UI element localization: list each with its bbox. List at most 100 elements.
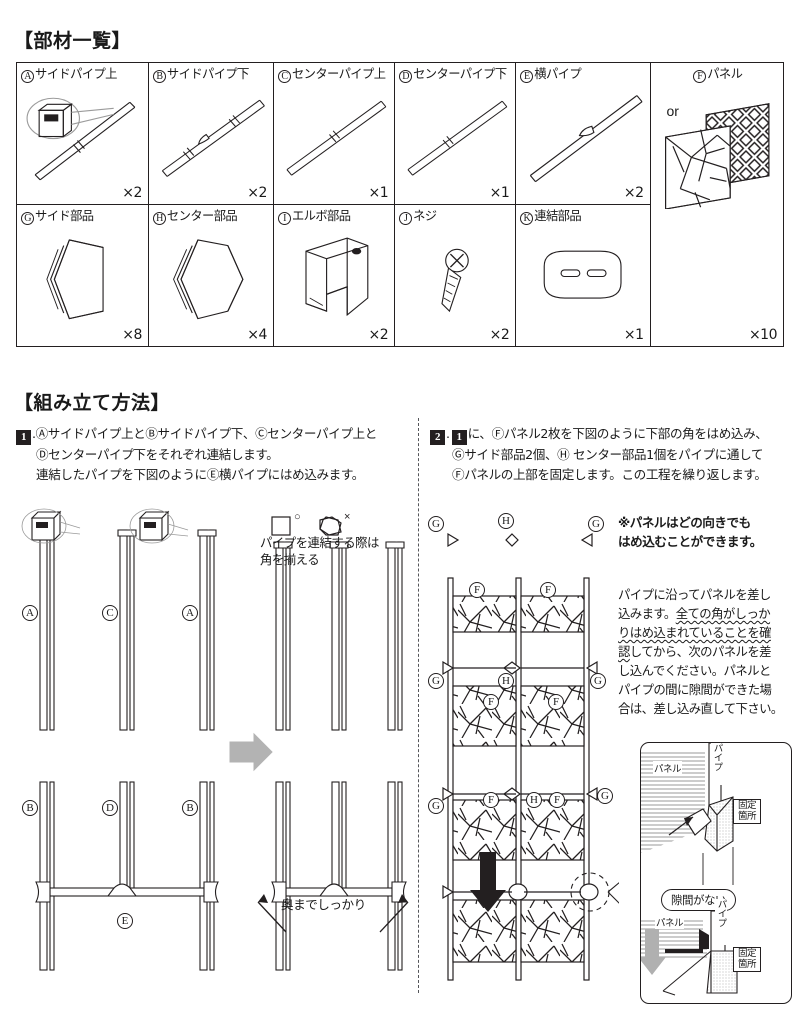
detail-fix-bottom-line-2: 箇所	[737, 958, 757, 970]
part-id-g: G	[21, 212, 34, 225]
part-qty-i: ×2	[368, 327, 389, 343]
note-orientation-line-2: はめ込むことができます。	[618, 533, 762, 549]
mark-ok-symbol: ○	[294, 511, 301, 523]
align-marks: ○ ×	[271, 511, 350, 536]
diagram2-label-g-r2-left: G	[428, 673, 444, 689]
diagram-label-d: D	[102, 800, 118, 816]
detail-pipe-label-top: パイプ	[711, 743, 723, 785]
annotation-align-line-1: パイプを連結する際は	[260, 535, 379, 550]
step-1-text-1: Ⓐサイドパイプ上とⒷサイドパイプ下、Ⓒセンターパイプ上と	[35, 426, 378, 441]
diagram2-label-f-r3-left: F	[483, 792, 499, 808]
diagram-label-b-left: B	[22, 800, 38, 816]
diagram2-label-f-r2-right: F	[548, 694, 564, 710]
part-id-h: H	[152, 212, 166, 225]
diagram2-label-f-r1-left: F	[469, 582, 485, 598]
diagram-label-c: C	[102, 605, 118, 621]
step-2-line-2: Ⓖサイド部品2個、Ⓗ センター部品1個をパイプに通して	[452, 447, 764, 462]
part-name-c: センターパイプ上	[291, 67, 386, 81]
part-qty-e: ×2	[623, 185, 644, 201]
detail-fix-label-top: 固定 箇所	[733, 799, 761, 825]
step-1-number: 1	[16, 430, 31, 445]
part-icon-pipe-side-upper	[17, 83, 148, 186]
part-icon-pipe-center-lower	[395, 83, 515, 186]
note-body-line-3: りはめ込まれていることを確	[618, 624, 772, 640]
annotation-align-corners: パイプを連結する際は 角を揃える	[260, 535, 379, 568]
detail-zoom-box: パネル パイプ 固定 箇所 隙間がない パネル パイプ 固定 箇所	[640, 742, 792, 1004]
part-id-d: D	[399, 70, 413, 83]
part-icon-pipe-center-upper	[274, 83, 394, 186]
part-qty-h: ×4	[247, 327, 267, 343]
part-id-a: A	[21, 70, 34, 83]
note-body-line-1: パイプに沿ってパネルを差し	[618, 587, 771, 602]
part-qty-d: ×1	[489, 185, 510, 201]
part-qty-f: ×10	[748, 327, 778, 343]
diagram-label-a-right: A	[182, 605, 198, 621]
note-body-line-6: パイプの間に隙間ができた場	[618, 681, 772, 697]
diagram-label-a-left: A	[22, 605, 38, 621]
step-2-ref-number: 1	[451, 430, 467, 445]
step-2-text-1: に、Ⓕパネル2枚を下図のように下部の角をはめ込み、	[467, 426, 768, 441]
detail-fix-top-line-2: 箇所	[737, 810, 757, 822]
note-body-line-5: し込んでください。パネルと	[618, 662, 771, 678]
detail-panel-label-bottom: パネル	[655, 915, 685, 929]
note-body-line-2: 込みます。全ての角がしっか	[618, 605, 796, 624]
part-qty-k: ×1	[623, 327, 644, 343]
part-name-b: サイドパイプ下	[166, 67, 249, 81]
part-qty-g: ×8	[122, 327, 142, 343]
detail-illustration	[641, 743, 738, 996]
diagram2-label-f-r1-right: F	[540, 582, 556, 598]
part-qty-a: ×2	[122, 185, 142, 201]
note-body-line-2-plain: 込みます。	[618, 605, 676, 621]
part-icon-joint-plate	[516, 225, 649, 328]
part-id-i: I	[277, 212, 291, 225]
part-name-j: ネジ	[413, 209, 437, 223]
part-qty-j: ×2	[489, 327, 510, 343]
part-name-e: 横パイプ	[534, 67, 582, 81]
part-name-k: 連結部品	[534, 209, 582, 223]
detail-panel-label-top: パネル	[653, 761, 683, 775]
note-panel-orientation: ※パネルはどの向きでも はめ込むことができます。	[618, 514, 794, 551]
part-qty-c: ×1	[368, 185, 389, 201]
step-1: 1.Ⓐサイドパイプ上とⒷサイドパイプ下、Ⓒセンターパイプ上と Ⓓセンターパイプ下…	[16, 424, 412, 486]
diagram2-label-g-top-left: G	[428, 516, 444, 532]
diagram2-label-h-r3: H	[526, 792, 542, 808]
column-divider	[418, 418, 419, 993]
part-name-h: センター部品	[166, 209, 238, 223]
step-2-dot: .	[446, 426, 450, 441]
note-body-line-2-emph: 全ての角がしっか	[675, 605, 771, 621]
part-name-i: エルボ部品	[291, 209, 351, 223]
note-body-line-4: 認してから、次のパネルを差	[618, 643, 796, 662]
insert-direction-arrow	[470, 852, 506, 912]
assembly-method-heading: 【組み立て方法】	[14, 392, 171, 414]
part-icon-center-part	[149, 225, 273, 328]
note-insertion-instructions: パイプに沿ってパネルを差し 込みます。全ての角がしっか りはめ込まれていることを…	[618, 586, 796, 719]
diagram2-label-g-r2-right: G	[590, 673, 606, 689]
part-icon-elbow-part	[274, 225, 394, 328]
part-name-a: サイドパイプ上	[35, 67, 117, 81]
diagram-label-e: E	[117, 913, 133, 929]
diagram2-label-h-top: H	[498, 513, 514, 529]
detail-fix-top-line-1: 固定	[737, 800, 757, 811]
diagram2-label-g-r3-right: G	[597, 788, 613, 804]
part-id-b: B	[152, 70, 166, 83]
diagram2-label-g-top-right: G	[588, 516, 604, 532]
diagram2-label-f-r3-right: F	[549, 792, 565, 808]
note-body-line-4-emph: 認	[618, 643, 630, 659]
diagram2-label-h-r2: H	[498, 673, 514, 689]
part-icon-pipe-horizontal	[516, 83, 649, 186]
